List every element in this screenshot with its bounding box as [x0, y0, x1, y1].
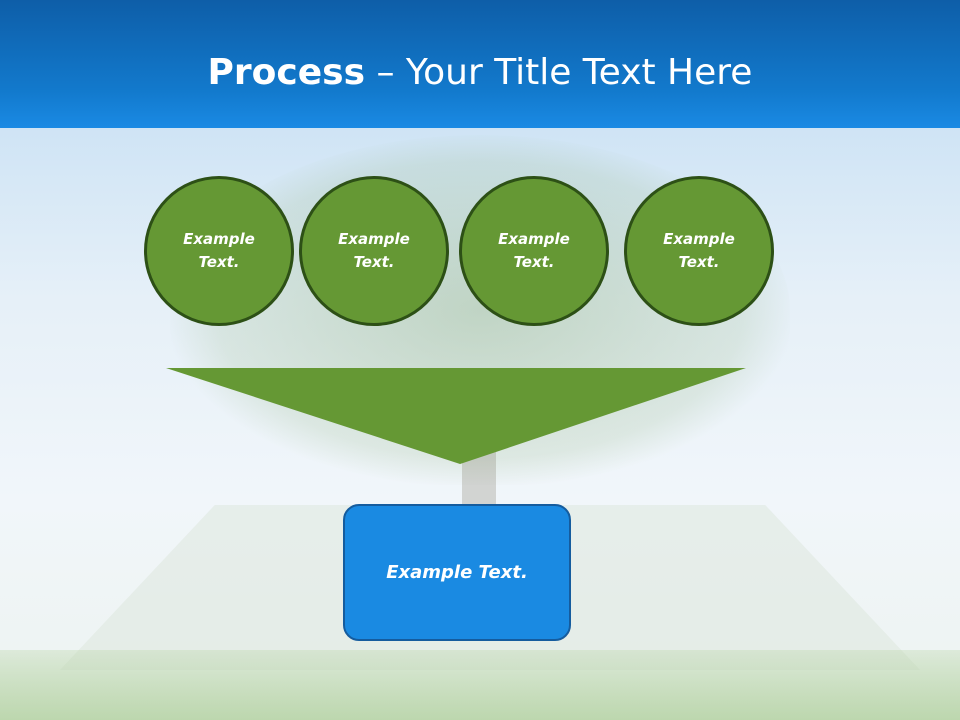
circle-text-line2: Text.: [198, 253, 240, 271]
circle-text-line2: Text.: [678, 253, 720, 271]
slide-title: Process – Your Title Text Here: [0, 52, 960, 93]
circle-text-line1: Example: [183, 230, 255, 248]
circle-text-line1: Example: [338, 230, 410, 248]
circle-text-line1: Example: [498, 230, 570, 248]
title-bold: Process: [207, 52, 366, 93]
circle-text-line2: Text.: [513, 253, 555, 271]
grass-image: [0, 650, 960, 720]
result-box-label: Example Text.: [386, 562, 528, 583]
circle-text-line2: Text.: [353, 253, 395, 271]
title-rest: – Your Title Text Here: [365, 52, 753, 93]
result-box[interactable]: Example Text.: [343, 504, 571, 641]
circle-text-line1: Example: [663, 230, 735, 248]
title-banner: [0, 0, 960, 128]
